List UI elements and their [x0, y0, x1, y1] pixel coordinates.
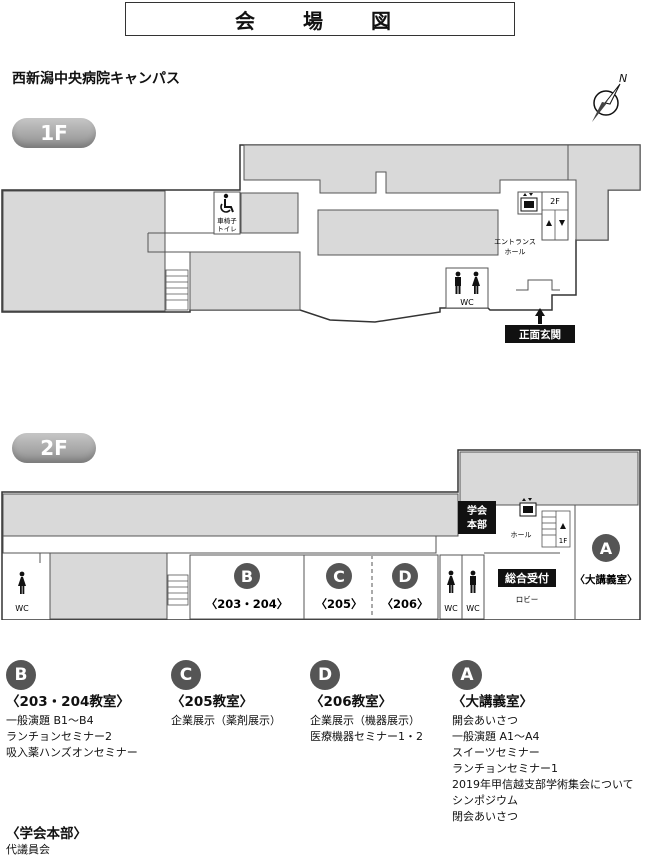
entrance-hall-label-1: エントランス: [494, 238, 536, 246]
room-1f-west: [2, 190, 166, 312]
room-b-label: 〈203・204〉: [206, 597, 289, 611]
hq-label-2: 本部: [467, 518, 487, 531]
compass-icon: N: [592, 72, 627, 122]
wheelchair-icon: [220, 193, 234, 213]
svg-text:C: C: [333, 567, 345, 586]
wc-2f-label-b: WC: [466, 604, 480, 613]
floor-1f-badge: 1F: [12, 118, 96, 148]
compass-letter: N: [619, 72, 627, 85]
reception-badge: [498, 569, 556, 587]
campus-name: 西新潟中央病院キャンパス: [12, 71, 180, 87]
room-1f-east: [567, 144, 641, 241]
legend-room-b: B 〈203・204教室〉 一般演題 B1～B4 ランチョンセミナー2 吸入薬ハ…: [6, 660, 138, 761]
room-1f-center: [317, 209, 499, 256]
up-arrow-icon-2f: [560, 523, 566, 529]
stairs-2f-west: [167, 574, 189, 606]
reception-label: 総合受付: [505, 571, 549, 585]
wheelchair-toilet-label-2: トイレ: [217, 225, 237, 233]
svg-text:D: D: [398, 567, 411, 586]
wc-1f: [445, 267, 489, 309]
room-c-label: 〈205〉: [315, 597, 362, 611]
lobby-label: ロビー: [516, 595, 539, 604]
wheelchair-toilet: [213, 191, 241, 235]
wc-1f-label: WC: [460, 298, 474, 307]
legend-room-a: A 〈大講義室〉 開会あいさつ 一般演題 A1～A4 スイーツセミナー ランチョ…: [452, 660, 634, 825]
toilet-woman-icon-right: [447, 570, 455, 593]
room-b-marker: [234, 563, 260, 589]
down-arrow-icon: [559, 220, 565, 226]
entrance-arrow-icon: [535, 308, 545, 316]
legend-room-c: C 〈205教室〉 企業展示（薬剤展示）: [171, 660, 281, 729]
elevator-2f-label: 2F: [550, 197, 560, 206]
room-d-marker: [392, 563, 418, 589]
legend-room-d: D 〈206教室〉 企業展示（機器展示） 医療機器セミナー1・2: [310, 660, 423, 745]
wc-2f-label-a: WC: [444, 604, 458, 613]
toilet-man-woman-icon: [455, 271, 480, 294]
page-title: 会 場 図: [125, 2, 515, 36]
room-1f-southwest: [189, 251, 301, 311]
toilet-woman-icon-left: [18, 571, 26, 594]
hq-label-1: 学会: [467, 504, 487, 517]
elevator-1f-label: 1F: [559, 537, 567, 545]
svg-text:B: B: [241, 567, 253, 586]
up-arrow-icon: [546, 220, 552, 226]
main-entrance-badge: [505, 325, 575, 343]
hq-room: [458, 501, 496, 534]
entrance-hall-label-2: ホール: [505, 248, 526, 256]
room-2f-north: [2, 493, 459, 537]
room-d-label: 〈206〉: [381, 597, 428, 611]
elevator-icon-2f: [519, 498, 537, 517]
room-a-label: 〈大講義室〉: [575, 573, 638, 586]
floor-1f-map: 車椅子 トイレ WC 2F エントランス ホール 正面玄関: [1, 144, 641, 343]
main-entrance-label: 正面玄関: [519, 328, 561, 341]
stairs-1f-west: [165, 269, 189, 311]
hall-label: ホール: [511, 531, 532, 539]
floor-2f-map: 学会 本部 WC B 〈203・204〉 C 〈205〉 D 〈206〉 WC …: [1, 449, 641, 620]
floor-2f-badge: 2F: [12, 433, 96, 463]
legend-hq: 〈学会本部〉 代議員会: [6, 826, 87, 856]
svg-text:A: A: [600, 539, 613, 558]
room-2f-northeast: [459, 451, 639, 506]
room-2f-southwest: [49, 552, 168, 620]
elevator-icon: [520, 193, 538, 212]
toilet-man-icon-right: [470, 570, 476, 593]
wc-2f-left-label: WC: [15, 604, 29, 613]
wheelchair-toilet-label-1: 車椅子: [217, 216, 237, 225]
room-c-marker: [326, 563, 352, 589]
room-1f-center-left: [240, 192, 299, 234]
room-a-marker: [592, 534, 620, 562]
